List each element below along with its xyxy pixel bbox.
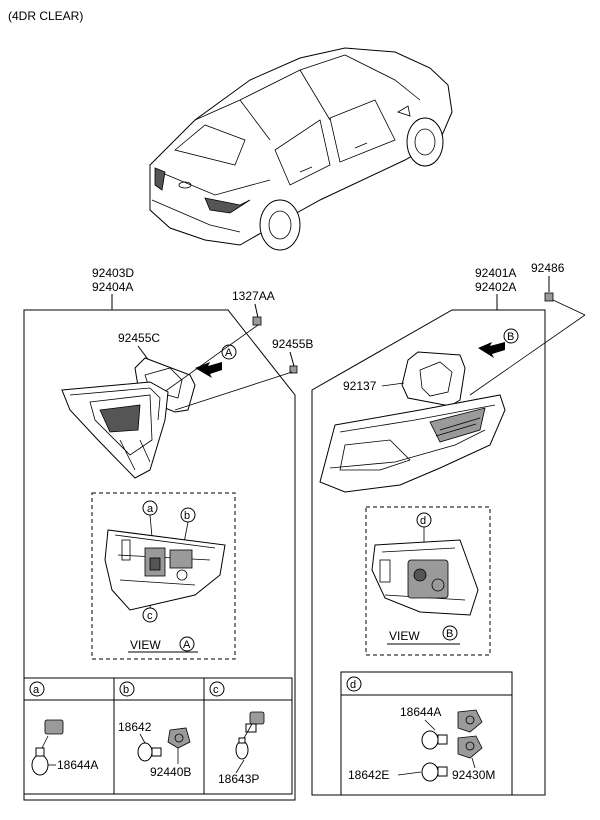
view-a-box bbox=[91, 492, 236, 660]
car-illustration bbox=[149, 47, 453, 251]
inner-lamp-illustration bbox=[61, 381, 169, 479]
callout-92455b: 92455B bbox=[272, 337, 313, 351]
bubble-c: c bbox=[147, 610, 153, 622]
socket-d1-icon bbox=[457, 709, 483, 733]
outer-lamp-illustration bbox=[319, 394, 506, 493]
view-a-letter: A bbox=[183, 639, 191, 651]
part-18642: 18642 bbox=[118, 720, 152, 734]
right-assembly-frame bbox=[311, 309, 546, 796]
wedge-bulb-c-icon bbox=[235, 737, 249, 760]
table-letter-d: d bbox=[350, 679, 356, 691]
bulb-d2-icon bbox=[421, 762, 448, 782]
part-18644a-right: 18644A bbox=[400, 705, 441, 719]
right-part-number-1: 92401A bbox=[475, 266, 516, 280]
part-18642e: 18642E bbox=[348, 768, 389, 782]
inner-lamp-back-view bbox=[104, 529, 226, 611]
socket-b-icon bbox=[167, 727, 191, 749]
left-part-number-1: 92403D bbox=[92, 266, 134, 280]
arrow-a-icon bbox=[195, 362, 222, 378]
bubble-a: a bbox=[147, 503, 154, 515]
part-92440b: 92440B bbox=[150, 765, 191, 779]
callout-92137: 92137 bbox=[343, 379, 377, 393]
part-92430m: 92430M bbox=[452, 768, 495, 782]
arrow-b-icon bbox=[478, 342, 505, 358]
variant-label: (4DR CLEAR) bbox=[8, 9, 83, 23]
callout-1327aa: 1327AA bbox=[232, 289, 275, 303]
bulb-socket-a-icon bbox=[31, 719, 64, 776]
part-18643p: 18643P bbox=[218, 772, 259, 786]
arrow-b-letter: B bbox=[507, 331, 514, 343]
gasket-92137 bbox=[401, 351, 466, 407]
view-a-text: VIEW bbox=[130, 638, 161, 652]
arrow-a-letter: A bbox=[225, 347, 233, 359]
callout-92486: 92486 bbox=[531, 261, 565, 275]
socket-d2-icon bbox=[457, 735, 483, 759]
view-b-text: VIEW bbox=[389, 629, 420, 643]
left-assembly: 92403D 92404A 1327AA 92455C 92455B A bbox=[23, 266, 313, 801]
screw-icon bbox=[252, 316, 262, 326]
view-b-letter: B bbox=[446, 628, 453, 640]
detail-table-abc bbox=[23, 677, 293, 795]
right-part-number-2: 92402A bbox=[475, 280, 516, 294]
bubble-b: b bbox=[184, 510, 190, 522]
bulb-d1-icon bbox=[421, 730, 448, 750]
socket-c-icon bbox=[243, 711, 265, 739]
table-letter-c: c bbox=[213, 684, 219, 696]
detail-table-d bbox=[340, 671, 513, 796]
table-letter-a: a bbox=[33, 684, 40, 696]
part-18644a-left: 18644A bbox=[57, 758, 98, 772]
outer-lamp-back-view bbox=[371, 539, 479, 616]
bulb-b-icon bbox=[137, 733, 162, 762]
table-letter-b: b bbox=[123, 684, 129, 696]
left-part-number-2: 92404A bbox=[92, 280, 133, 294]
nut-92486-icon bbox=[544, 292, 554, 302]
callout-92455c: 92455C bbox=[118, 331, 160, 345]
nut-icon bbox=[289, 365, 298, 374]
bubble-d: d bbox=[420, 515, 426, 527]
view-b-box bbox=[365, 506, 491, 656]
right-assembly: 92401A 92402A 92486 B 92137 bbox=[311, 261, 586, 796]
